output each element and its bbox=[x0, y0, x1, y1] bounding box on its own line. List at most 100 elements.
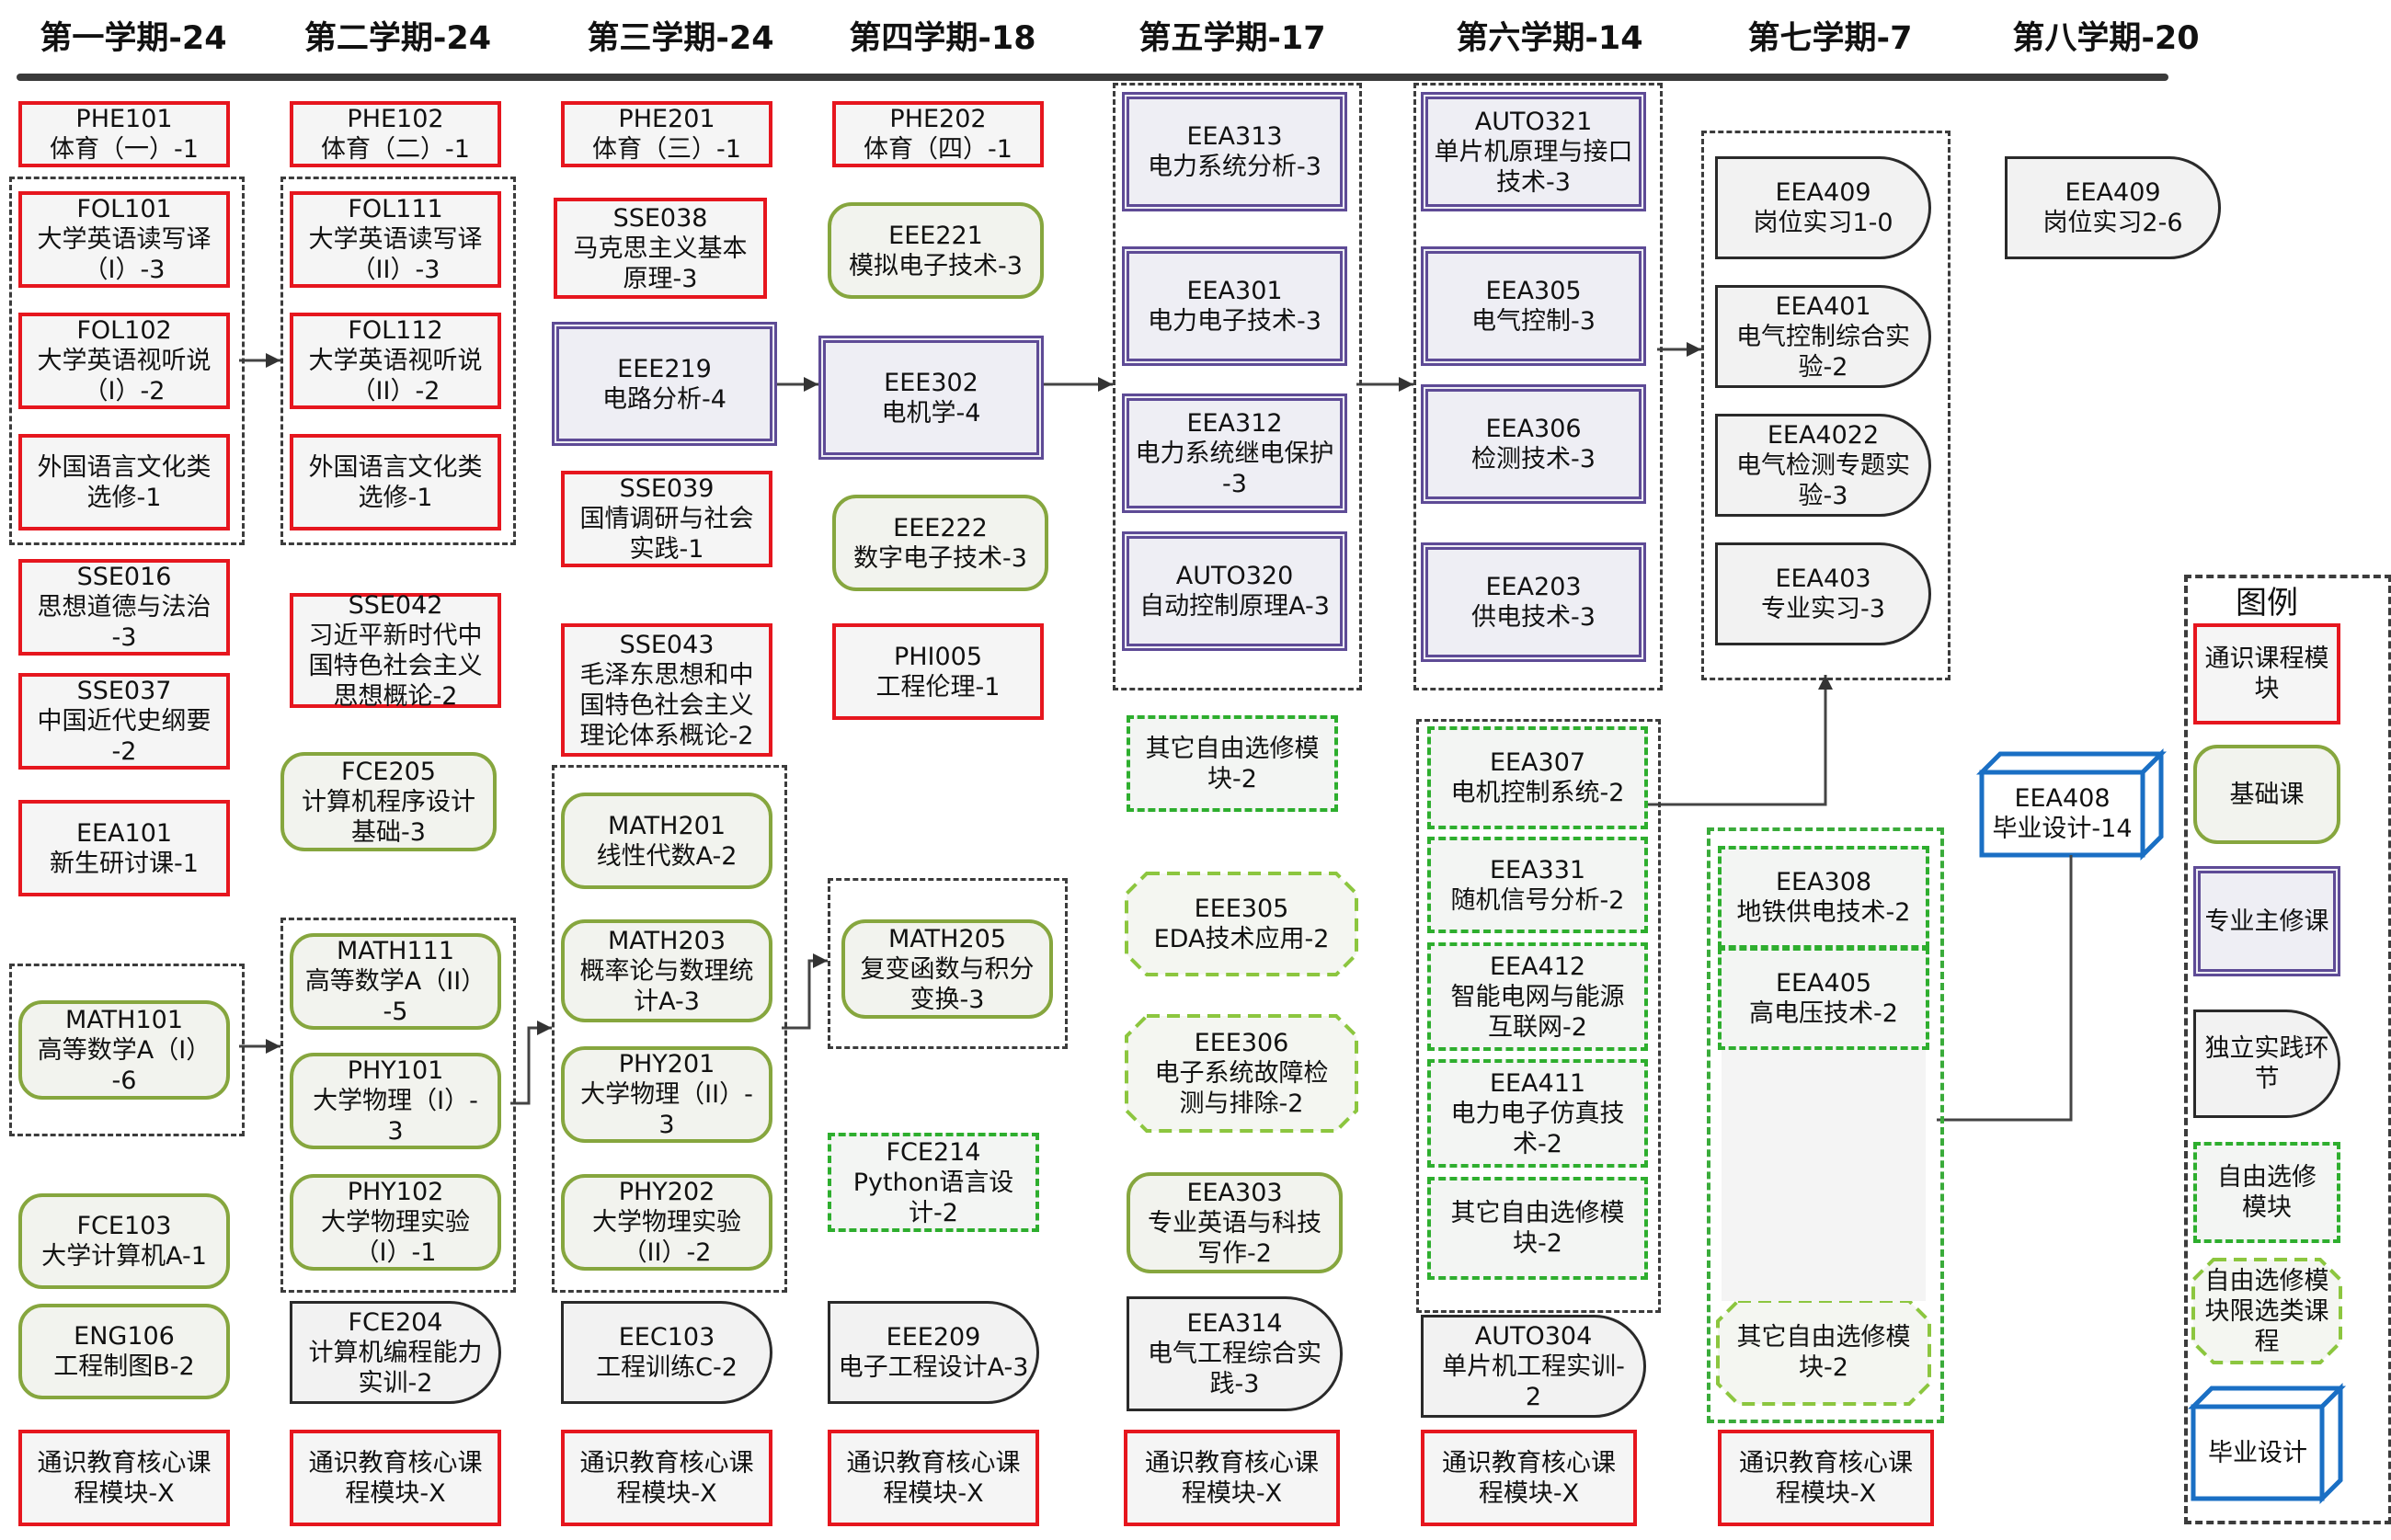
course-math111-line-3: -5 bbox=[383, 998, 408, 1026]
course-core1[interactable]: 通识教育核心课程模块-X bbox=[18, 1430, 230, 1526]
course-lg-lim-line-2: 块限选类课 bbox=[2204, 1296, 2329, 1326]
course-phy101-line-2: 大学物理（I）- bbox=[313, 1087, 478, 1115]
course-lg-lim[interactable]: 自由选修模块限选类课程 bbox=[2193, 1260, 2340, 1363]
course-phe101-line-1: PHE101 bbox=[75, 105, 173, 133]
course-phi005-line-2: 工程伦理-1 bbox=[875, 672, 1001, 702]
course-lg-gen[interactable]: 通识课程模块 bbox=[2193, 623, 2340, 724]
course-eee221-line-1: EEE221 bbox=[888, 221, 983, 250]
course-lg-base[interactable]: 基础课 bbox=[2193, 745, 2340, 844]
course-lg-elec[interactable]: 自由选修模块 bbox=[2193, 1142, 2340, 1243]
line-elective7-to-design bbox=[1937, 855, 2073, 1122]
course-core6[interactable]: 通识教育核心课程模块-X bbox=[1421, 1430, 1637, 1526]
course-fl2[interactable]: 外国语言文化类选修-1 bbox=[290, 434, 501, 530]
arrow-core5-to-core6-arrowhead bbox=[1399, 377, 1413, 392]
course-core7[interactable]: 通识教育核心课程模块-X bbox=[1718, 1430, 1934, 1526]
course-lg-des[interactable]: 毕业设计 bbox=[2193, 1407, 2322, 1499]
group-core-5 bbox=[1113, 83, 1362, 690]
course-oth5[interactable]: 其它自由选修模块-2 bbox=[1127, 715, 1338, 812]
semester-header-4: 第四学期-18 bbox=[849, 19, 1036, 57]
course-oth6[interactable]: 其它自由选修模块-2 bbox=[1427, 1177, 1648, 1280]
course-lg-core[interactable]: 专业主修课 bbox=[2193, 866, 2340, 976]
course-oth7[interactable]: 其它自由选修模块-2 bbox=[1718, 1301, 1929, 1404]
course-core4[interactable]: 通识教育核心课程模块-X bbox=[828, 1430, 1039, 1526]
elective-7-backdrop bbox=[1722, 1044, 1926, 1301]
course-fl1-line-1: 外国语言文化类 bbox=[37, 452, 212, 482]
course-eea412-line-1: EEA412 bbox=[1489, 952, 1586, 981]
course-sse043-line-1: SSE043 bbox=[619, 630, 715, 659]
course-core3[interactable]: 通识教育核心课程模块-X bbox=[561, 1430, 772, 1526]
arrow-math-1-to-2-arrowhead bbox=[266, 1039, 280, 1054]
course-fl1[interactable]: 外国语言文化类选修-1 bbox=[18, 434, 230, 530]
course-core5[interactable]: 通识教育核心课程模块-X bbox=[1124, 1430, 1340, 1526]
course-phe201-line-2: 体育（三）-1 bbox=[592, 135, 741, 164]
course-core2[interactable]: 通识教育核心课程模块-X bbox=[290, 1430, 501, 1526]
course-lg-prac[interactable]: 独立实践环节 bbox=[2193, 1010, 2340, 1118]
course-phy202-line-1: PHY202 bbox=[618, 1178, 715, 1206]
course-math201-line-1: MATH201 bbox=[608, 811, 726, 840]
course-core4-line-2: 程模块-X bbox=[883, 1478, 984, 1508]
course-eee222-line-2: 数字电子技术-3 bbox=[853, 543, 1027, 573]
